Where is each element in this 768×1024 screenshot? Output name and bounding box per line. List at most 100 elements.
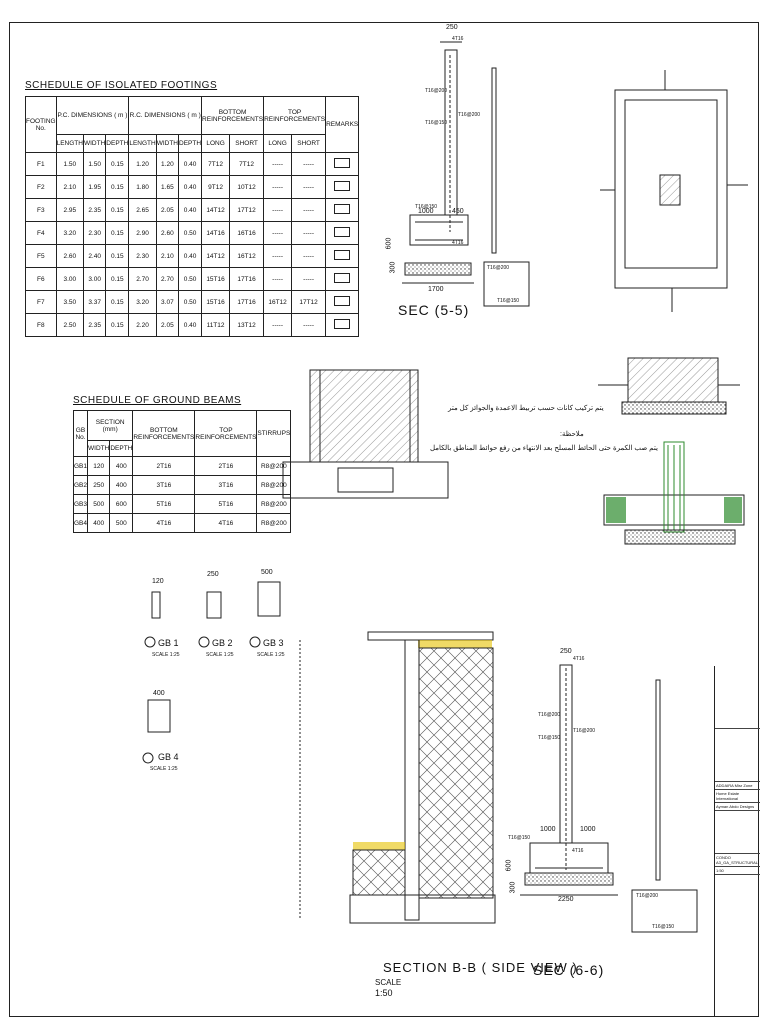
- footing-cell: 0.15: [105, 175, 130, 199]
- sec55-bar-7: 4T16: [452, 36, 464, 42]
- remarks-cell: [325, 244, 360, 268]
- sec55-dim-1000: 1000: [418, 208, 434, 215]
- drawing-sheet: [9, 22, 759, 1017]
- sub-short: SHORT: [291, 134, 327, 153]
- footing-cell: 3.20: [128, 290, 157, 314]
- footing-cell: 2.95: [55, 198, 84, 222]
- gb2-scale: SCALE 1:25: [206, 652, 234, 658]
- footing-cell: 3.20: [55, 221, 84, 245]
- footing-cell: -----: [263, 244, 293, 268]
- col-remarks: REMARKS: [325, 96, 360, 153]
- footing-cell: 2.10: [155, 244, 180, 268]
- footing-cell: -----: [291, 267, 327, 291]
- remarks-box: [334, 227, 351, 237]
- footing-cell: -----: [263, 267, 293, 291]
- beam-cell: 2T16: [132, 456, 196, 476]
- sec-5-5-title: SEC (5-5): [398, 302, 470, 318]
- beam-cell: GB2: [72, 475, 89, 495]
- footing-cell: 7T12: [229, 152, 265, 176]
- footing-cell: 1.80: [128, 175, 157, 199]
- sub-width: WIDTH: [87, 440, 111, 457]
- sec66-bar-4: T16@150: [508, 835, 531, 841]
- sub-length: LENGTH: [128, 134, 157, 153]
- footing-cell: 2.90: [128, 221, 157, 245]
- sec55-dim-250: 250: [446, 24, 458, 31]
- footing-cell: 1.20: [128, 152, 157, 176]
- footing-cell: -----: [291, 244, 327, 268]
- footing-cell: F5: [25, 244, 57, 268]
- footing-cell: 2.20: [128, 313, 157, 337]
- sec55-bar-1: T16@200: [425, 88, 448, 94]
- footing-cell: 2.40: [82, 244, 107, 268]
- beam-cell: GB3: [72, 494, 89, 514]
- sec55-bar-6: T16@150: [497, 298, 520, 304]
- beam-cell: 4T16: [132, 513, 196, 533]
- beam-cell: 5T16: [132, 494, 196, 514]
- footing-cell: 17T12: [291, 290, 327, 314]
- footing-cell: F7: [25, 290, 57, 314]
- col-top-reinforcement: TOP REINFORCEMENTS: [263, 96, 327, 135]
- remarks-cell: [325, 198, 360, 222]
- beam-cell: 500: [87, 494, 111, 514]
- remarks-cell: [325, 290, 360, 314]
- footing-cell: F4: [25, 221, 57, 245]
- footing-cell: 11T12: [201, 313, 231, 337]
- gb3-dim: 500: [261, 569, 273, 576]
- section-bb-scale-value: 1:50: [375, 988, 393, 998]
- footing-cell: 1.20: [155, 152, 180, 176]
- sec55-bar-4: T16@150: [415, 204, 438, 210]
- sub-long: LONG: [263, 134, 293, 153]
- beam-cell: R8@200: [256, 513, 292, 533]
- beam-cell: 3T16: [132, 475, 196, 495]
- footing-cell: -----: [263, 313, 293, 337]
- footing-cell: 2.35: [82, 313, 107, 337]
- footing-cell: F2: [25, 175, 57, 199]
- sec55-bar-8: 4T16: [452, 240, 464, 246]
- title-block-drawing: CONDO A3_GA_STRUCTURAL: [715, 855, 760, 867]
- footing-cell: 0.15: [105, 244, 130, 268]
- footing-cell: 1.95: [82, 175, 107, 199]
- remarks-cell: [325, 152, 360, 176]
- sub-width: WIDTH: [155, 134, 180, 153]
- col-stirrups: STIRRUPS: [256, 410, 292, 457]
- sec66-bar-1: T16@200: [538, 712, 561, 718]
- footing-cell: 2.50: [55, 313, 84, 337]
- beam-cell: 3T16: [194, 475, 258, 495]
- sub-short: SHORT: [229, 134, 265, 153]
- footing-cell: 2.30: [128, 244, 157, 268]
- title-block-logo: [715, 729, 760, 782]
- footing-cell: 0.50: [178, 290, 203, 314]
- beam-cell: 400: [87, 513, 111, 533]
- beams-title: SCHEDULE OF GROUND BEAMS: [73, 395, 242, 406]
- footing-cell: -----: [263, 198, 293, 222]
- sec-6-6-drawing: [520, 664, 698, 933]
- footing-cell: 3.37: [82, 290, 107, 314]
- footing-cell: -----: [291, 313, 327, 337]
- footing-cell: 2.60: [55, 244, 84, 268]
- footing-cell: 2.10: [55, 175, 84, 199]
- beam-cell: 4T16: [194, 513, 258, 533]
- footing-cell: 9T12: [201, 175, 231, 199]
- remarks-box: [334, 296, 351, 306]
- footing-cell: 14T12: [201, 198, 231, 222]
- footing-cell: 14T16: [201, 221, 231, 245]
- ground-beam-section-right: [598, 357, 745, 545]
- footing-cell: 10T12: [229, 175, 265, 199]
- remarks-cell: [325, 313, 360, 337]
- beam-cell: GB1: [72, 456, 89, 476]
- gb4-scale: SCALE 1:25: [150, 766, 178, 772]
- footing-cell: 0.15: [105, 313, 130, 337]
- title-block-scale: 1:50: [715, 867, 760, 875]
- wall-elevation-middle: [282, 369, 449, 499]
- beam-cell: R8@200: [256, 494, 292, 514]
- footing-cell: 17T16: [229, 267, 265, 291]
- footing-cell: 0.15: [105, 152, 130, 176]
- footing-cell: -----: [263, 175, 293, 199]
